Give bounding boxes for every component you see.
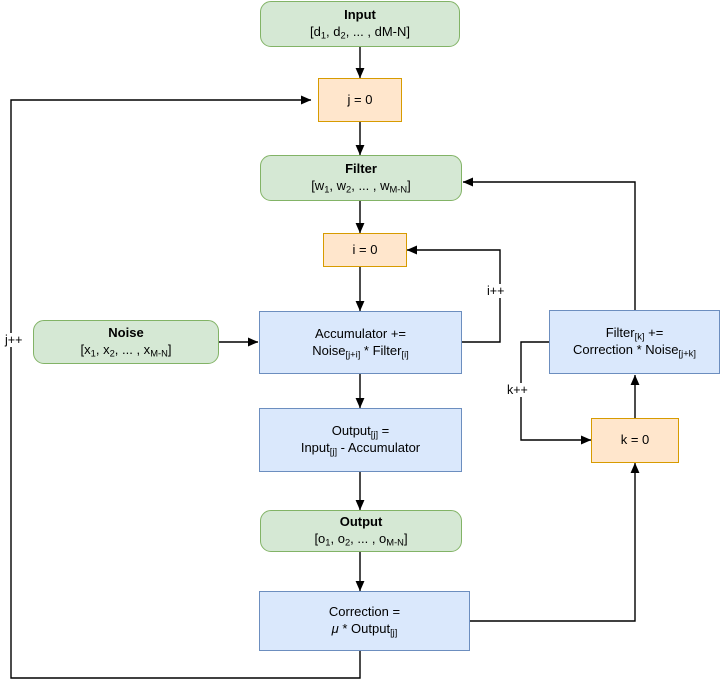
edge-label-j-increment: j++ <box>3 333 25 347</box>
node-output-calc-line2: Input[j] - Accumulator <box>300 440 421 457</box>
node-accumulator[interactable]: Accumulator += Noise[j+i] * Filter[i] <box>259 311 462 374</box>
edge-label-i-increment: i++ <box>485 284 507 298</box>
node-filter-body: [w1, w2, ... , wM-N] <box>311 178 411 195</box>
node-filter-title: Filter <box>345 161 377 177</box>
node-noise-title: Noise <box>108 325 144 341</box>
node-accumulator-line1: Accumulator += <box>314 325 407 341</box>
node-filter[interactable]: Filter [w1, w2, ... , wM-N] <box>260 155 462 201</box>
node-input-body: [d1, d2, ... , dM-N] <box>309 24 410 41</box>
edge-correction-to-k-init <box>470 462 640 622</box>
node-input-title: Input <box>344 7 376 23</box>
node-i-init[interactable]: i = 0 <box>323 233 407 267</box>
node-k-init[interactable]: k = 0 <box>591 418 679 463</box>
node-k-init-label: k = 0 <box>620 432 650 448</box>
node-filter-update-line1: Filter[k] += <box>605 325 664 342</box>
node-filter-update-line2: Correction * Noise[j+k] <box>573 342 696 359</box>
node-correction-line1: Correction = <box>328 604 401 620</box>
node-output[interactable]: Output [o1, o2, ... , oM-N] <box>260 510 462 552</box>
edge-label-k-increment: k++ <box>505 383 530 397</box>
node-output-calc[interactable]: Output[j] = Input[j] - Accumulator <box>259 408 462 472</box>
node-input[interactable]: Input [d1, d2, ... , dM-N] <box>260 1 460 47</box>
node-accumulator-line2: Noise[j+i] * Filter[i] <box>312 342 409 360</box>
node-noise[interactable]: Noise [x1, x2, ... , xM-N] <box>33 320 219 364</box>
node-j-init[interactable]: j = 0 <box>318 78 402 122</box>
node-correction-line2: μ * Output[j] <box>331 621 398 638</box>
node-output-body: [o1, o2, ... , oM-N] <box>314 531 408 548</box>
node-output-title: Output <box>339 514 383 530</box>
node-i-init-label: i = 0 <box>352 241 378 257</box>
node-correction[interactable]: Correction = μ * Output[j] <box>259 591 470 651</box>
node-output-calc-line1: Output[j] = <box>331 423 390 440</box>
node-noise-body: [x1, x2, ... , xM-N] <box>80 342 172 359</box>
node-filter-update[interactable]: Filter[k] += Correction * Noise[j+k] <box>549 310 720 374</box>
node-j-init-label: j = 0 <box>347 91 373 107</box>
